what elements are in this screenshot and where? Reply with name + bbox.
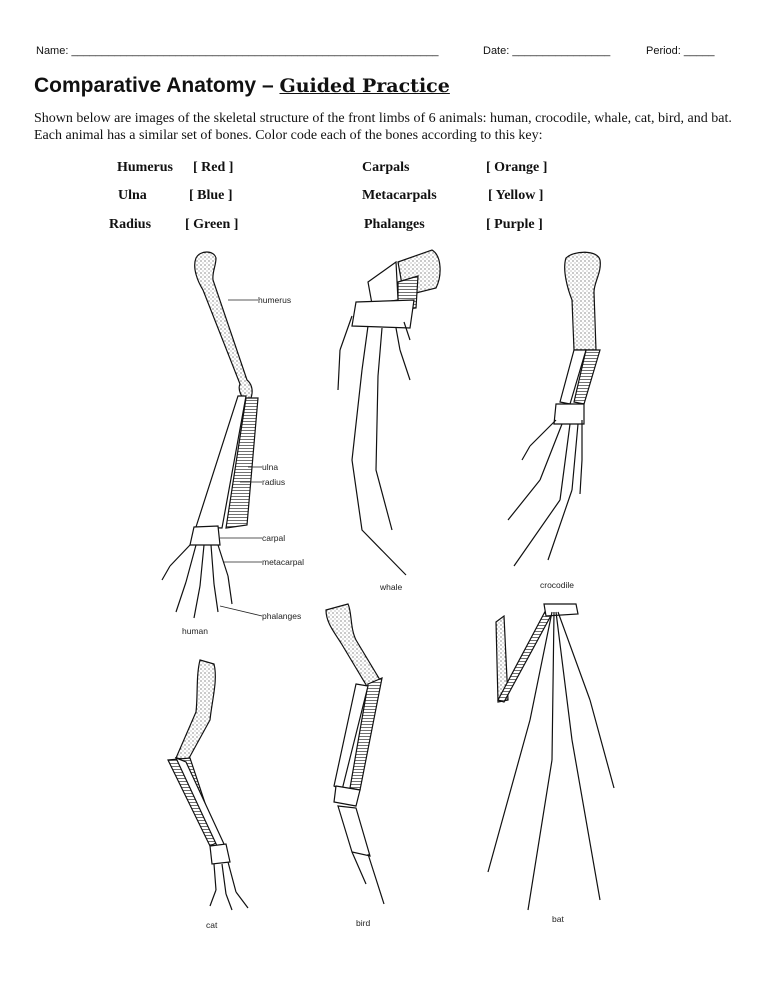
bird-humerus: [325, 603, 381, 689]
whale-phalanges: [337, 349, 411, 576]
key-metacarpals-color: [ Yellow ]: [488, 188, 544, 203]
name-field[interactable]: Name: __________________________________…: [36, 45, 439, 57]
whale-ulna: [367, 260, 399, 305]
cat-metacarpals: [213, 861, 237, 895]
page-title: Comparative Anatomy – Guided Practice: [34, 74, 450, 98]
human-carpals: [189, 525, 221, 546]
key-radius-bone: Radius: [109, 217, 152, 232]
human-ulna: [195, 395, 247, 529]
key-phalanges-bone: Phalanges: [364, 217, 425, 232]
cat-carpals: [209, 843, 231, 865]
date-field[interactable]: Date: ________________: [483, 45, 611, 57]
caption-crocodile: crocodile: [540, 580, 574, 590]
crocodile-arm-skeleton: crocodile: [507, 251, 601, 590]
label-metacarpal: metacarpal: [262, 557, 304, 567]
crocodile-metacarpals: [529, 419, 583, 501]
whale-carpals: [351, 299, 415, 329]
human-arm-skeleton: humerus ulna radius carpal metacarpal ph…: [161, 251, 304, 636]
bat-wing-skeleton: bat: [487, 603, 615, 924]
cat-humerus: [175, 659, 216, 761]
title-subtitle: Guided Practice: [279, 75, 450, 97]
bat-metacarpals: [529, 611, 591, 761]
bird-wing-skeleton: bird: [325, 603, 385, 928]
crocodile-phalanges: [507, 445, 583, 567]
key-humerus-color: [ Red ]: [193, 160, 234, 175]
crocodile-humerus: [564, 251, 601, 351]
key-carpals-bone: Carpals: [362, 160, 410, 175]
key-metacarpals-bone: Metacarpals: [362, 188, 437, 203]
crocodile-carpals: [553, 403, 585, 425]
key-radius-color: [ Green ]: [185, 217, 239, 232]
cat-leg-skeleton: cat: [167, 659, 249, 930]
bat-humerus: [495, 614, 509, 703]
bat-phalanges: [487, 699, 615, 911]
label-ulna: ulna: [262, 462, 278, 472]
intro-paragraph: Shown below are images of the skeletal s…: [34, 111, 732, 143]
key-humerus-bone: Humerus: [117, 160, 173, 175]
bat-carpals: [543, 603, 579, 617]
label-phalanges: phalanges: [262, 611, 301, 621]
key-ulna-color: [ Blue ]: [189, 188, 233, 203]
label-radius: radius: [262, 477, 285, 487]
key-ulna-bone: Ulna: [118, 188, 147, 203]
human-humerus: [194, 251, 253, 401]
whale-metacarpals: [339, 315, 411, 377]
caption-human: human: [182, 626, 208, 636]
caption-bat: bat: [552, 914, 564, 924]
key-phalanges-color: [ Purple ]: [486, 217, 543, 232]
bird-phalanges: [351, 851, 385, 905]
human-metacarpals: [169, 544, 229, 587]
label-carpal: carpal: [262, 533, 285, 543]
whale-flipper-skeleton: whale: [337, 249, 441, 592]
bird-metacarpals: [337, 805, 371, 857]
human-radius: [225, 397, 259, 529]
caption-whale: whale: [379, 582, 402, 592]
human-phalanges: [161, 565, 233, 619]
caption-cat: cat: [206, 920, 218, 930]
key-carpals-color: [ Orange ]: [486, 160, 548, 175]
cat-phalanges: [209, 889, 249, 911]
period-field[interactable]: Period: _____: [646, 45, 715, 57]
bird-carpals: [333, 785, 361, 807]
caption-bird: bird: [356, 918, 370, 928]
title-main: Comparative Anatomy –: [34, 74, 280, 97]
label-humerus: humerus: [258, 295, 291, 305]
cat-ulna: [174, 756, 225, 849]
